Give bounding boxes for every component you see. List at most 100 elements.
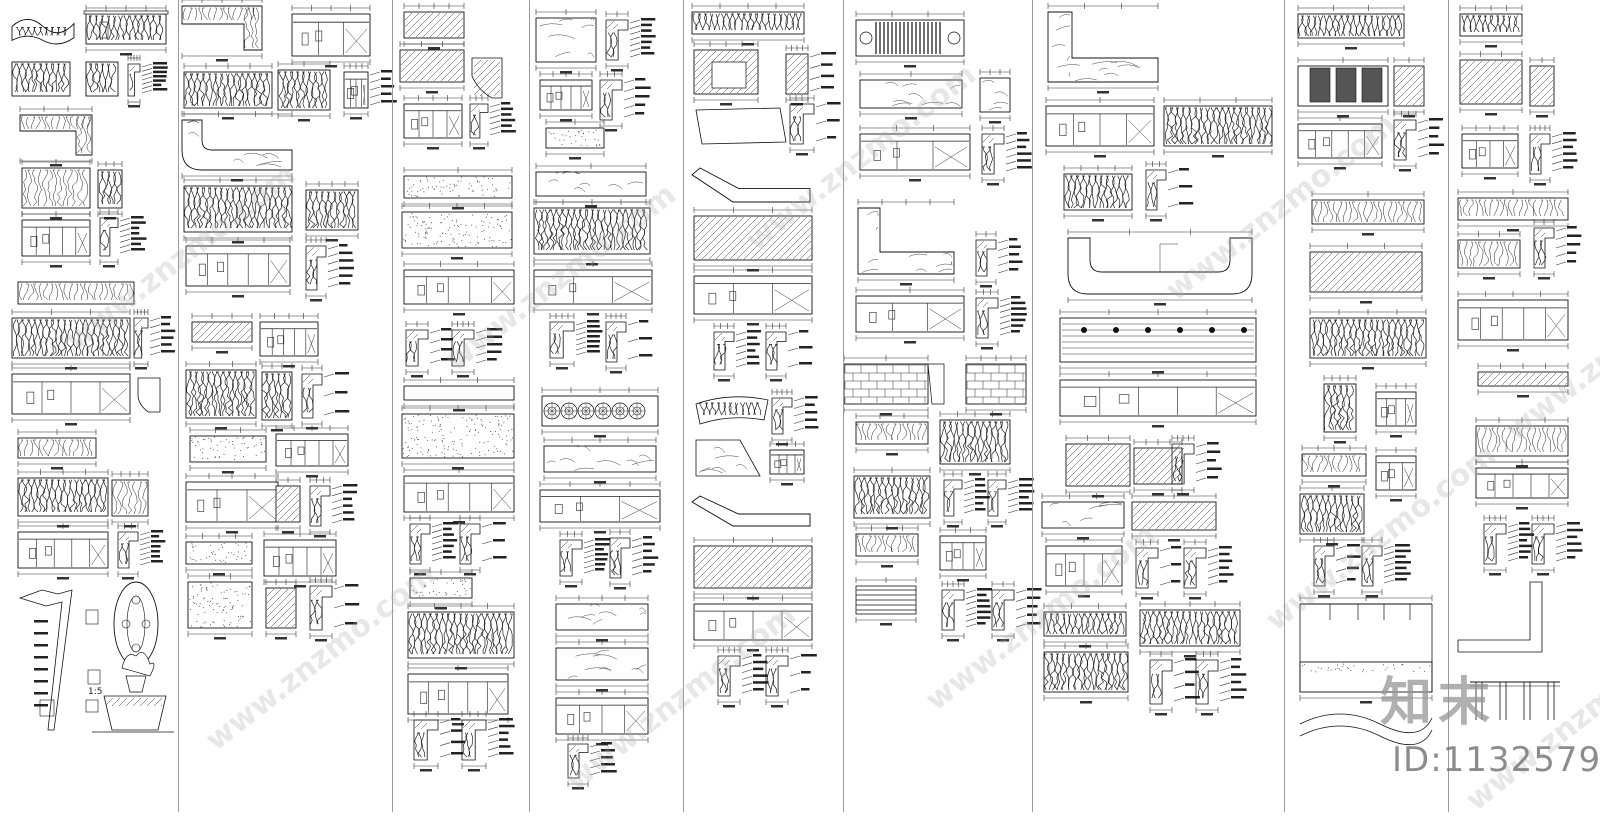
cad-stand-detail	[18, 589, 101, 731]
cad-drawing-detail	[17, 469, 109, 528]
cad-drawing-detail	[343, 63, 397, 120]
cad-drawing-detail	[403, 95, 463, 150]
cad-section-detail	[451, 321, 503, 378]
cad-section-detail	[717, 647, 769, 708]
cad-drawing-detail	[1065, 435, 1131, 498]
cad-drawing-detail	[187, 573, 253, 640]
cad-drawing-detail	[403, 261, 515, 316]
cad-drawing-detail	[1529, 57, 1555, 118]
scale-label: 1:5	[88, 687, 102, 697]
cad-section-detail	[133, 309, 176, 370]
cad-drawing-detail	[17, 523, 109, 580]
cad-section-detail	[943, 471, 990, 528]
cad-plan-view	[695, 439, 761, 477]
cad-drawing-detail	[855, 525, 919, 568]
cad-section-detail	[405, 321, 455, 378]
cad-section-detail	[941, 581, 993, 642]
cad-drawing-detail	[555, 639, 649, 692]
cad-section-detail	[127, 55, 168, 108]
cad-drawing-detail	[533, 261, 653, 316]
cad-drawing-detail	[291, 5, 371, 68]
cad-drawing-detail	[691, 3, 805, 46]
cad-section-detail	[605, 11, 656, 72]
cad-drawing-detail	[1323, 375, 1357, 444]
cad-drawing-detail	[1461, 125, 1519, 180]
cad-drawing-detail	[1297, 57, 1389, 118]
cad-drawing-detail	[539, 71, 593, 122]
cad-section-detail	[117, 523, 166, 580]
cad-drawing-detail	[693, 595, 813, 652]
cad-drawing-detail	[409, 569, 473, 610]
cad-section-detail	[1531, 515, 1583, 576]
cad-section-detail	[1171, 435, 1222, 496]
cad-drawing-detail	[259, 313, 319, 368]
cad-drawing-detail	[21, 211, 91, 268]
cad-drawing-detail	[693, 537, 813, 600]
cad-section-detail	[1483, 515, 1535, 576]
cad-drawing-detail	[1375, 383, 1417, 438]
cad-section-detail	[975, 289, 1027, 350]
column-divider	[392, 0, 393, 812]
cad-section-detail	[1145, 161, 1194, 222]
cad-drawing-detail	[183, 63, 273, 120]
cad-drawing-detail	[1299, 485, 1365, 546]
cad-section-detail	[549, 313, 603, 370]
cad-section-detail	[1533, 219, 1582, 280]
cad-section-detail	[461, 711, 515, 772]
cad-drawing-detail	[403, 467, 515, 524]
cad-drawing-detail	[17, 281, 135, 305]
cad-section-detail	[789, 95, 841, 156]
cad-drawing-detail	[1297, 5, 1405, 50]
cad-drawing-detail	[83, 5, 169, 56]
cad-stair-detail	[855, 577, 917, 626]
cad-drawing-detail	[539, 481, 661, 534]
cad-drawing-detail	[1133, 439, 1183, 496]
cad-drawing-detail	[1163, 97, 1273, 158]
cad-drawing-detail	[1457, 231, 1521, 280]
cad-drawing-detail	[855, 413, 929, 456]
cad-section-detail	[559, 531, 611, 588]
cad-drawing-detail	[965, 355, 1027, 416]
cad-drawing-detail	[11, 309, 131, 370]
cad-drawing-detail	[11, 61, 71, 97]
cad-section-detail	[765, 647, 817, 708]
cad-drawing-detail	[533, 199, 651, 266]
cad-drawing-detail	[1059, 371, 1257, 428]
cad-drawing-detail	[401, 203, 513, 260]
cad-drawing-detail	[1131, 493, 1217, 542]
cad-drawing-detail	[185, 533, 253, 576]
cad-section-detail	[459, 515, 507, 576]
cad-section-detail	[409, 515, 459, 576]
cad-plan-view	[1067, 229, 1253, 306]
cad-drawing-detail	[859, 71, 963, 120]
cad-drawing-detail	[265, 579, 297, 640]
cad-drawing-detail	[843, 355, 929, 416]
cad-drawing-detail	[1477, 363, 1569, 398]
cad-plan-view	[691, 495, 811, 527]
cad-drawing-detail	[275, 477, 301, 534]
cad-drawing-detail	[1457, 291, 1569, 352]
cad-drawing-detail	[305, 181, 359, 242]
column-divider	[843, 0, 844, 812]
column-divider	[683, 0, 684, 812]
cad-section-detail	[1149, 651, 1200, 716]
cad-drawing-detail	[97, 161, 123, 220]
cad-drawing-detail	[1041, 493, 1125, 540]
column-divider	[178, 0, 179, 812]
cad-drawing-detail	[1045, 97, 1155, 158]
cad-drawing-detail	[185, 237, 291, 298]
cad-slatted-panel	[855, 11, 965, 68]
id-number: 1132579381	[1442, 740, 1600, 780]
cad-plan-view	[695, 396, 769, 425]
cad-plan-view	[691, 167, 811, 203]
cad-drawing-detail	[979, 69, 1011, 124]
cad-section-detail	[1195, 651, 1247, 716]
cad-section-detail	[987, 471, 1035, 528]
cad-section-detail	[771, 389, 819, 446]
cad-drawing-detail	[859, 125, 971, 182]
cad-drawing-detail	[183, 177, 293, 244]
cad-drawing-detail	[1309, 309, 1427, 370]
cad-drawing-detail	[1301, 445, 1367, 488]
